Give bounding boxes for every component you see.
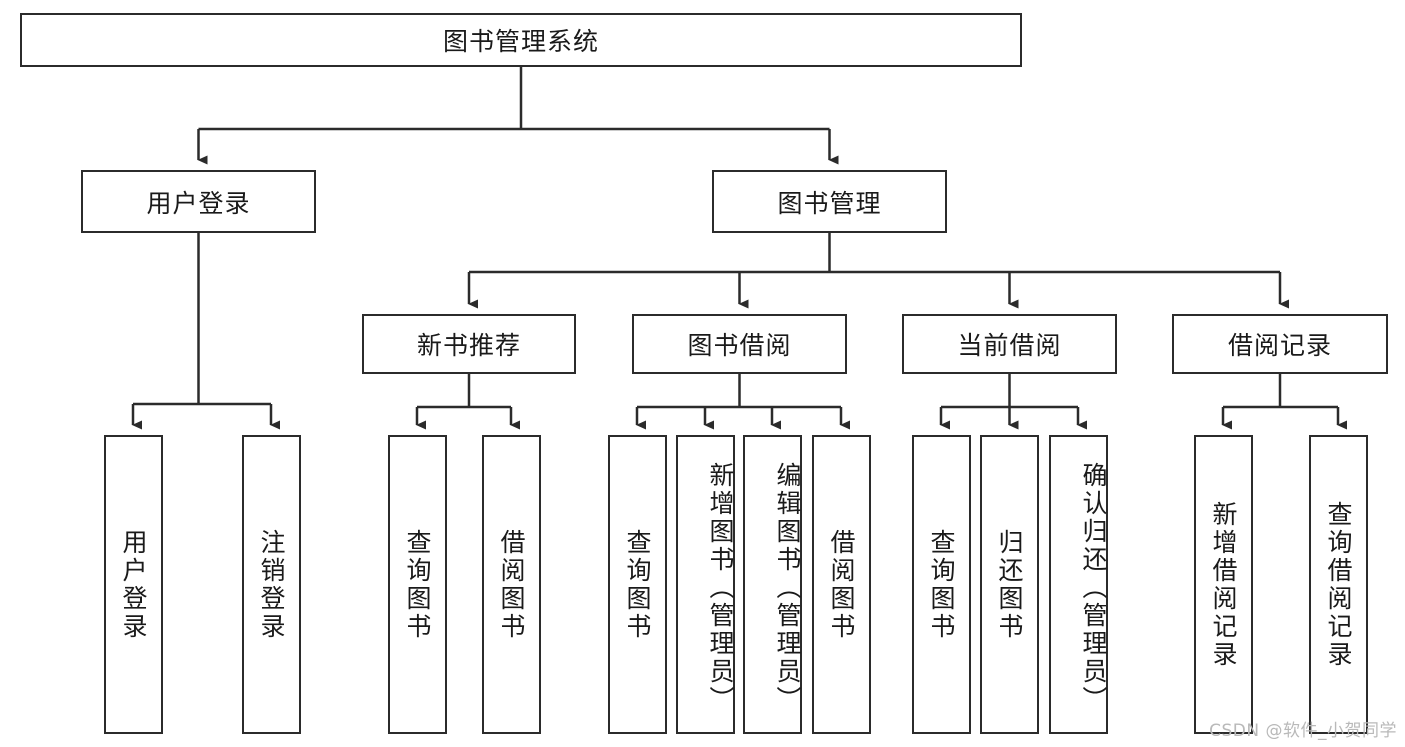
leaf-edit-book-admin[interactable]: 编辑图书（管理员） xyxy=(743,435,802,734)
node-user-login[interactable]: 用户登录 xyxy=(81,170,316,233)
node-root[interactable]: 图书管理系统 xyxy=(20,13,1022,67)
leaf-add-borrow-record[interactable]: 新增借阅记录 xyxy=(1194,435,1253,734)
leaf-query-book-recommend[interactable]: 查询图书 xyxy=(388,435,447,734)
node-book-borrow[interactable]: 图书借阅 xyxy=(632,314,847,374)
leaf-borrow-book-recommend[interactable]: 借阅图书 xyxy=(482,435,541,734)
watermark-text: CSDN @软件_小贺同学 xyxy=(1209,721,1397,741)
leaf-return-book[interactable]: 归还图书 xyxy=(980,435,1039,734)
node-current-borrow[interactable]: 当前借阅 xyxy=(902,314,1117,374)
leaf-add-book-admin[interactable]: 新增图书（管理员） xyxy=(676,435,735,734)
node-new-book-recommend[interactable]: 新书推荐 xyxy=(362,314,576,374)
leaf-query-book-current[interactable]: 查询图书 xyxy=(912,435,971,734)
leaf-query-book-borrow[interactable]: 查询图书 xyxy=(608,435,667,734)
node-borrow-records[interactable]: 借阅记录 xyxy=(1172,314,1388,374)
leaf-logout[interactable]: 注销登录 xyxy=(242,435,301,734)
node-book-management[interactable]: 图书管理 xyxy=(712,170,947,233)
leaf-user-login[interactable]: 用户登录 xyxy=(104,435,163,734)
leaf-confirm-return-admin[interactable]: 确认归还（管理员） xyxy=(1049,435,1108,734)
leaf-query-borrow-record[interactable]: 查询借阅记录 xyxy=(1309,435,1368,734)
leaf-borrow-book[interactable]: 借阅图书 xyxy=(812,435,871,734)
